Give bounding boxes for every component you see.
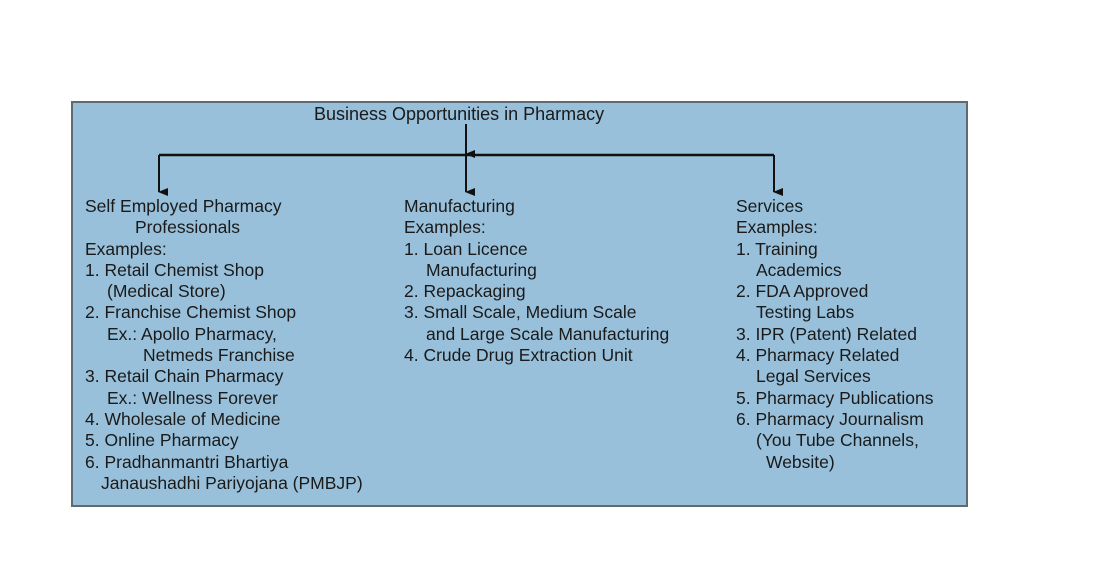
list-item: 5. Online Pharmacy xyxy=(85,430,239,451)
branch-heading: Self Employed Pharmacy xyxy=(85,196,282,216)
list-item: 2. FDA Approved xyxy=(736,281,869,302)
list-item: 1. Training xyxy=(736,238,818,259)
diagram-title: Business Opportunities in Pharmacy xyxy=(314,104,605,124)
list-item: Manufacturing xyxy=(426,259,537,280)
list-item: Ex.: Wellness Forever xyxy=(107,387,278,408)
list-item: 1. Loan Licence xyxy=(404,238,528,259)
branch-services: Services Examples: 1. Training Academics… xyxy=(736,196,933,473)
list-item: 3. Retail Chain Pharmacy xyxy=(85,366,284,387)
list-item: 6. Pharmacy Journalism xyxy=(736,408,924,429)
examples-label: Examples: xyxy=(736,217,818,238)
examples-label: Examples: xyxy=(85,238,167,259)
list-item: 1. Retail Chemist Shop xyxy=(85,259,264,280)
branch-self-employed: Self Employed Pharmacy Professionals Exa… xyxy=(85,196,363,494)
list-item: Janaushadhi Pariyojana (PMBJP) xyxy=(101,472,363,493)
branch-manufacturing: Manufacturing Examples: 1. Loan Licence … xyxy=(404,196,669,366)
list-item: Academics xyxy=(756,259,842,280)
list-item: 3. IPR (Patent) Related xyxy=(736,323,917,344)
list-item: and Large Scale Manufacturing xyxy=(426,323,670,344)
diagram-panel xyxy=(71,101,968,507)
list-item: 2. Repackaging xyxy=(404,281,526,302)
list-item: 6. Pradhanmantri Bhartiya xyxy=(85,451,289,472)
list-item: 4. Pharmacy Related xyxy=(736,345,900,366)
branch-heading: Manufacturing xyxy=(404,196,515,216)
list-item: 5. Pharmacy Publications xyxy=(736,387,934,408)
list-item: 3. Small Scale, Medium Scale xyxy=(404,302,637,323)
examples-label: Examples: xyxy=(404,217,486,238)
list-item: Testing Labs xyxy=(756,302,855,323)
list-item: 4. Crude Drug Extraction Unit xyxy=(404,345,633,366)
list-item: Netmeds Franchise xyxy=(143,345,295,366)
list-item: Ex.: Apollo Pharmacy, xyxy=(107,323,277,344)
list-item: 2. Franchise Chemist Shop xyxy=(85,302,297,323)
branch-heading: Services xyxy=(736,196,804,216)
list-item: (Medical Store) xyxy=(107,281,226,302)
list-item: 4. Wholesale of Medicine xyxy=(85,408,281,429)
branch-heading: Professionals xyxy=(135,217,241,238)
list-item: (You Tube Channels, xyxy=(756,430,919,451)
list-item: Website) xyxy=(766,451,835,472)
list-item: Legal Services xyxy=(756,366,871,387)
